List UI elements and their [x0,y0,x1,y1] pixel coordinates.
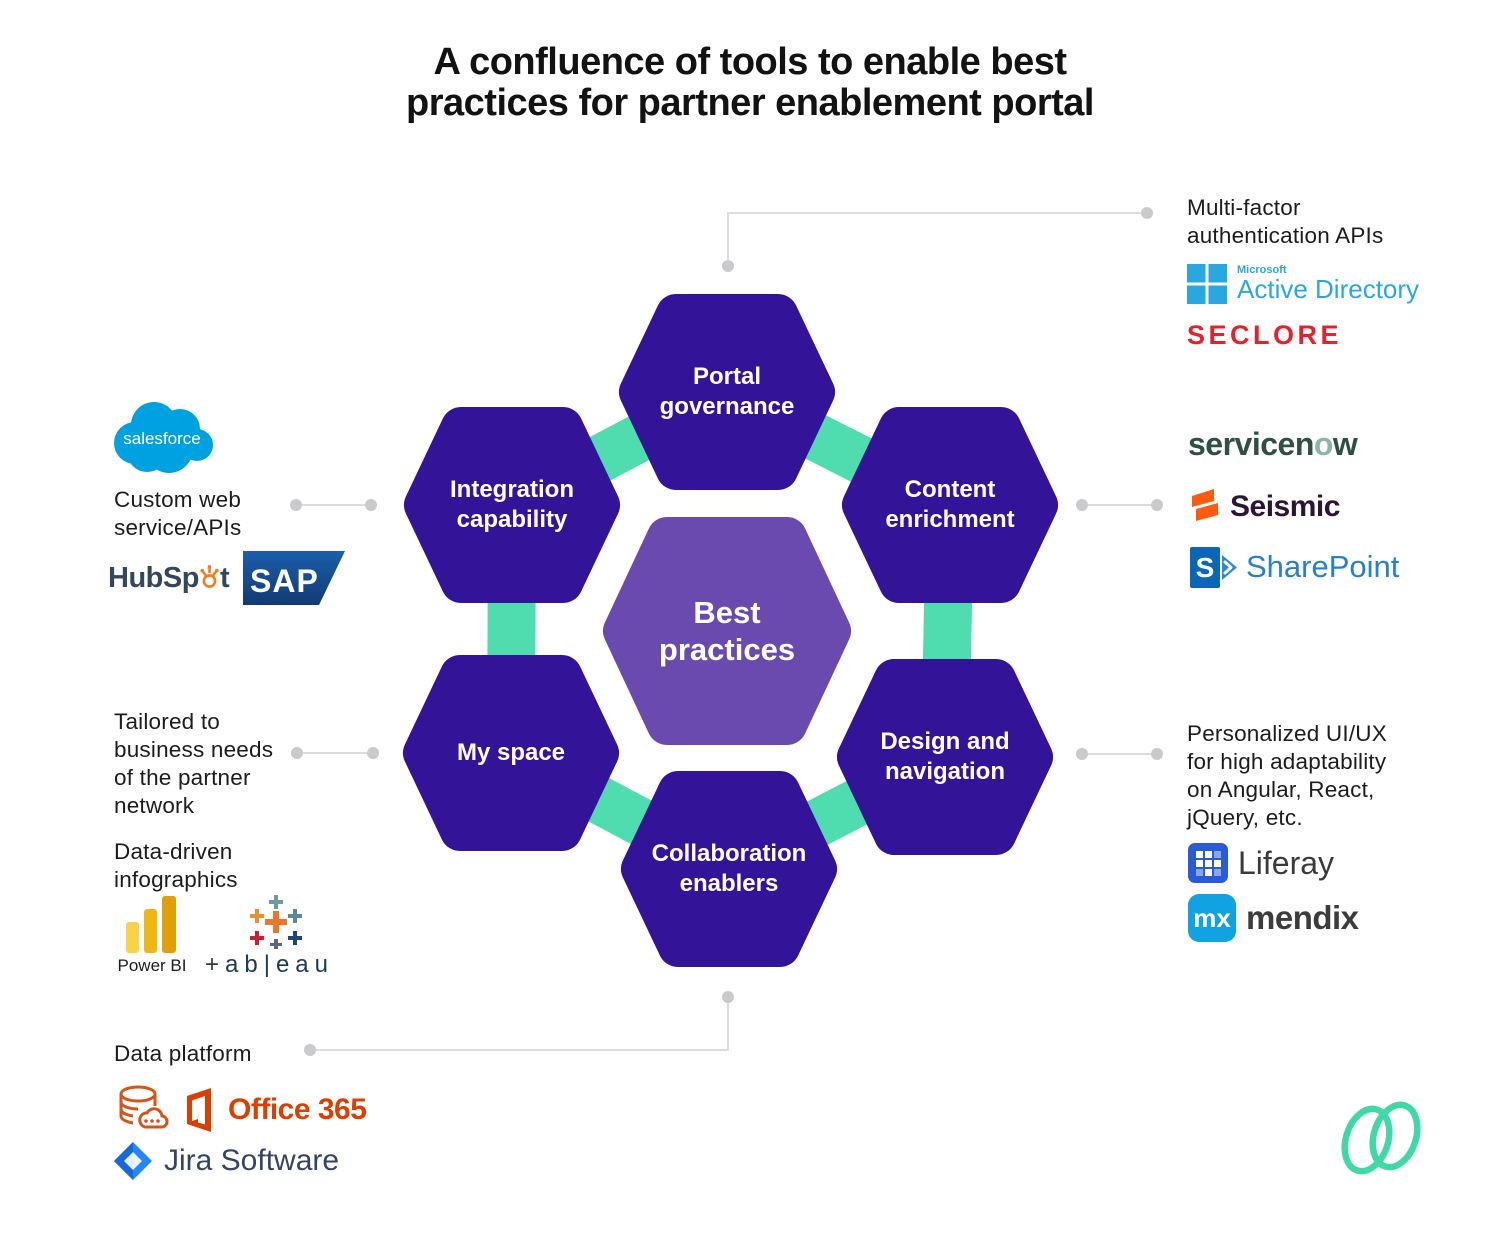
active-directory-wordmark: Active Directory [1237,273,1420,304]
power-bi-icon [126,896,176,953]
hexagon-best-practices [603,517,851,745]
tableau-wordmark: +ab|eau [205,951,334,978]
mendix-logo: mx mendix [1188,894,1359,942]
hexagon-portal-governance [619,294,835,490]
seismic-wordmark: Seismic [1230,490,1340,523]
hex-label-portal-governance: Portal governance [659,363,795,420]
callout-lines [290,207,1163,1056]
microsoft-label: Microsoft [1237,263,1287,276]
hexagon-content-enrichment [842,407,1058,603]
servicenow-o-icon: o [1313,426,1334,462]
sap-logo: SAP [243,551,346,605]
servicenow-logo: servicenow [1188,426,1358,462]
active-directory-logo: Microsoft Active Directory [1187,264,1419,304]
callout-line-portal-governance [727,212,1147,266]
jira-icon [114,1142,152,1180]
note-data-driven: Data-driven infographics [114,839,238,893]
windows-flag-icon [1187,264,1227,304]
hex-label-my-space: My space [456,739,566,766]
note-multi-factor: Multi-factor authentication APIs [1187,195,1384,249]
note-tailored: Tailored to business needs of the partne… [114,709,274,819]
hex-label-best-practices: Best practices [658,594,796,667]
liferay-icon [1188,843,1228,883]
hex-label-design-navigation: Design and navigation [880,728,1010,785]
seismic-icon [1192,489,1218,521]
tableau-icon [250,895,302,949]
hubspot-wordmark-right: t [219,561,230,594]
office365-icon [187,1088,211,1132]
sharepoint-logo: S SharePoint [1188,542,1399,592]
salesforce-wordmark: salesforce [123,429,200,448]
office365-logo: Office 365 [180,1086,367,1134]
sap-wordmark: SAP [250,563,319,599]
note-personalized: Personalized UI/UX for high adaptability… [1187,721,1387,831]
mendix-wordmark: mendix [1246,899,1359,936]
hexagon-design-navigation [837,659,1053,855]
sharepoint-wordmark: SharePoint [1246,549,1400,584]
outer-hexagons [403,294,1058,967]
office365-wordmark: Office 365 [228,1093,367,1126]
hubspot-sprocket-icon [200,565,219,588]
hexagon-collaboration-enablers [621,771,837,967]
sharepoint-icon: S [1190,547,1237,588]
mendix-icon: mx [1188,894,1236,942]
jira-logo: Jira Software [112,1140,339,1182]
seismic-logo: Seismic [1190,488,1340,526]
database-cloud-icon [119,1085,169,1129]
callout-line-collaboration-enablers [310,997,729,1051]
hubspot-wordmark-left: HubSp [108,561,199,594]
salesforce-logo: salesforce [114,402,213,473]
hex-label-integration-capability: Integration capability [450,476,574,533]
svg-text:S: S [1196,552,1215,583]
note-custom-web: Custom web service/APIs [114,487,242,541]
power-bi-label: Power BI [117,956,187,975]
seclore-logo: SECLORE [1187,320,1343,350]
loop-brand-mark [1341,1101,1421,1175]
hexagon-integration-capability [404,407,620,603]
hex-label-collaboration-enablers: Collaboration enablers [651,840,807,897]
svg-text:mx: mx [1193,903,1231,933]
liferay-logo: Liferay [1188,843,1334,883]
note-data-platform: Data platform [114,1041,252,1066]
jira-wordmark: Jira Software [164,1144,340,1177]
hexagon-my-space [403,655,619,851]
hex-label-content-enrichment: Content enrichment [885,476,1015,533]
hubspot-logo: HubSp t SAP [108,551,346,605]
page-title: A confluence of tools to enable best pra… [406,41,1094,125]
liferay-wordmark: Liferay [1238,844,1335,881]
